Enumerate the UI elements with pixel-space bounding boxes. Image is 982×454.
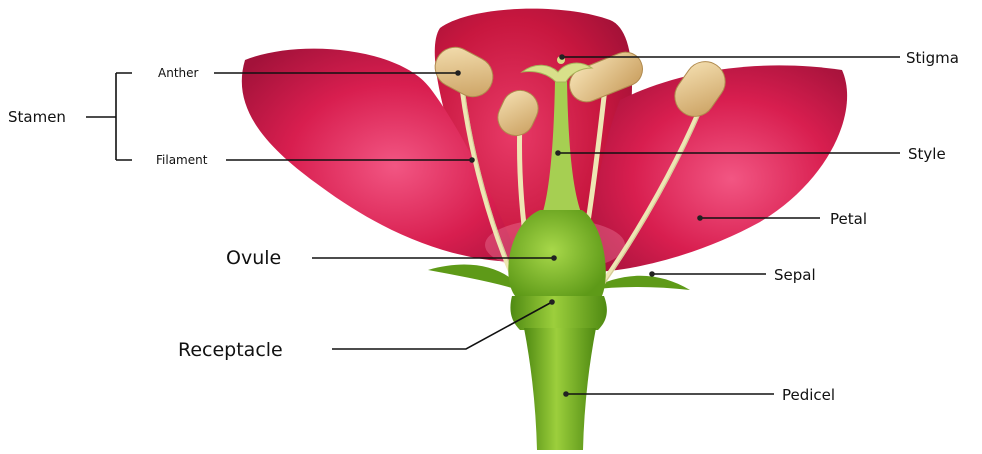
pedicel: [524, 328, 596, 450]
label-stamen: Stamen: [8, 108, 66, 126]
label-petal: Petal: [830, 210, 867, 228]
flower-illustration: [242, 9, 847, 450]
label-pedicel: Pedicel: [782, 386, 835, 404]
label-ovule: Ovule: [226, 247, 281, 269]
label-receptacle: Receptacle: [178, 339, 283, 361]
label-sepal: Sepal: [774, 266, 816, 284]
label-stigma: Stigma: [906, 49, 959, 67]
receptacle: [510, 296, 606, 330]
label-style: Style: [908, 145, 946, 163]
label-filament: Filament: [156, 153, 208, 167]
label-anther: Anther: [158, 66, 199, 80]
